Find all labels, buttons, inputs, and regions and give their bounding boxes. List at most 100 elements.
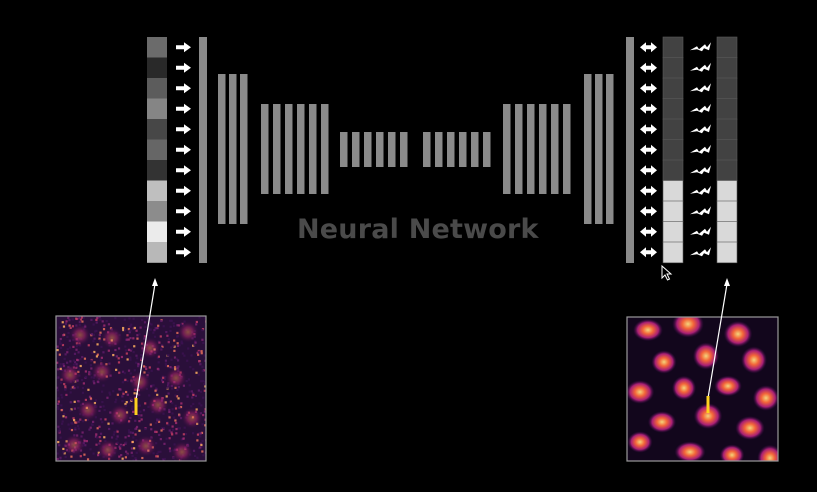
lightning-icon — [690, 42, 711, 52]
input-arrows — [176, 42, 191, 258]
vector-cell — [662, 98, 684, 120]
bright-spot — [719, 444, 745, 461]
vector-cell — [716, 57, 738, 79]
bright-spot — [627, 431, 653, 453]
layer-bar — [527, 104, 535, 194]
bright-spot — [723, 320, 753, 348]
layer-bar — [459, 132, 467, 167]
target-vector-column — [716, 36, 738, 264]
right-arrow-icon — [176, 124, 191, 135]
network-title: Neural Network — [297, 214, 539, 245]
layer-bar — [273, 104, 281, 194]
vector-cell — [147, 221, 167, 243]
layer-bar — [435, 132, 443, 167]
vector-cell — [716, 200, 738, 223]
vector-cell — [147, 37, 167, 58]
vector-cell — [716, 221, 738, 243]
layer-bar — [364, 132, 372, 167]
lightning-icon — [690, 124, 711, 134]
lightning-icon — [690, 185, 711, 195]
double-arrow-icon — [640, 124, 657, 135]
layer-bar — [285, 104, 293, 194]
vector-cell — [716, 241, 738, 264]
vector-cell — [716, 77, 738, 100]
vector-cell — [662, 36, 684, 59]
vector-cell — [662, 139, 684, 161]
layer-bar — [483, 132, 491, 167]
bright-spot — [752, 385, 778, 411]
highlight-pixel-right — [706, 396, 710, 413]
layer-block — [503, 104, 571, 194]
layer-bar — [447, 132, 455, 167]
vector-cell — [147, 242, 167, 263]
lightning-icon — [690, 62, 711, 72]
double-arrow-icon — [640, 144, 657, 155]
layer-bar — [626, 37, 634, 263]
bright-spot — [735, 416, 765, 440]
vector-cell — [147, 57, 167, 79]
bright-spot — [647, 411, 677, 433]
layer-bar — [229, 74, 237, 224]
layer-bar — [340, 132, 348, 167]
vector-cell — [147, 160, 167, 181]
vector-cell — [662, 118, 684, 141]
vector-cell — [716, 180, 738, 202]
layer-bar — [595, 74, 603, 224]
input-image-thumbnail — [55, 315, 207, 462]
bright-spot — [672, 317, 704, 338]
input-vector-column — [147, 37, 167, 263]
double-arrow-icon — [640, 83, 657, 94]
lightning-icon — [690, 247, 711, 257]
layer-bar — [539, 104, 547, 194]
right-arrow-icon — [176, 42, 191, 53]
layer-bar — [471, 132, 479, 167]
layer-block — [584, 74, 614, 224]
output-arrows — [640, 42, 657, 258]
layer-bar — [261, 104, 269, 194]
double-arrow-icon — [640, 247, 657, 258]
bright-spot — [674, 441, 706, 461]
layer-bar — [376, 132, 384, 167]
bright-spot — [651, 350, 677, 374]
double-arrow-icon — [640, 103, 657, 114]
right-arrow-icon — [176, 103, 191, 114]
right-arrow-icon — [176, 206, 191, 217]
layer-bar — [563, 104, 571, 194]
vector-cell — [147, 201, 167, 222]
bright-spot — [671, 375, 697, 401]
bright-spot — [692, 342, 720, 370]
layer-block — [199, 37, 207, 263]
right-arrow-icon — [176, 144, 191, 155]
arrowhead-up-icon — [724, 278, 730, 286]
layer-bar — [218, 74, 226, 224]
mouse-pointer-icon — [661, 264, 673, 281]
layer-bar — [321, 104, 329, 194]
vector-cell — [662, 200, 684, 223]
layer-bar — [515, 104, 523, 194]
lightning-icon — [690, 206, 711, 216]
layer-bar — [199, 37, 207, 263]
layer-bar — [551, 104, 559, 194]
output-vector-column — [662, 36, 684, 264]
highlight-pixel-left — [134, 398, 138, 415]
vector-cell — [662, 221, 684, 243]
vector-cell — [147, 119, 167, 140]
bright-spot — [627, 380, 655, 404]
vector-cell — [716, 36, 738, 59]
output-pixel-pointer — [706, 278, 730, 413]
right-arrow-icon — [176, 165, 191, 176]
vector-cell — [716, 159, 738, 182]
layer-block — [626, 37, 634, 263]
double-arrow-icon — [640, 165, 657, 176]
neural-network-layers — [199, 37, 634, 263]
lightning-icon — [690, 103, 711, 113]
lightning-icon — [690, 144, 711, 154]
vector-cell — [147, 139, 167, 161]
output-image-thumbnail — [626, 316, 779, 462]
lightning-icon — [690, 226, 711, 236]
right-arrow-icon — [176, 226, 191, 237]
layer-bar — [423, 132, 431, 167]
arrowhead-up-icon — [152, 278, 158, 286]
layer-block — [218, 74, 248, 224]
layer-bar — [503, 104, 511, 194]
